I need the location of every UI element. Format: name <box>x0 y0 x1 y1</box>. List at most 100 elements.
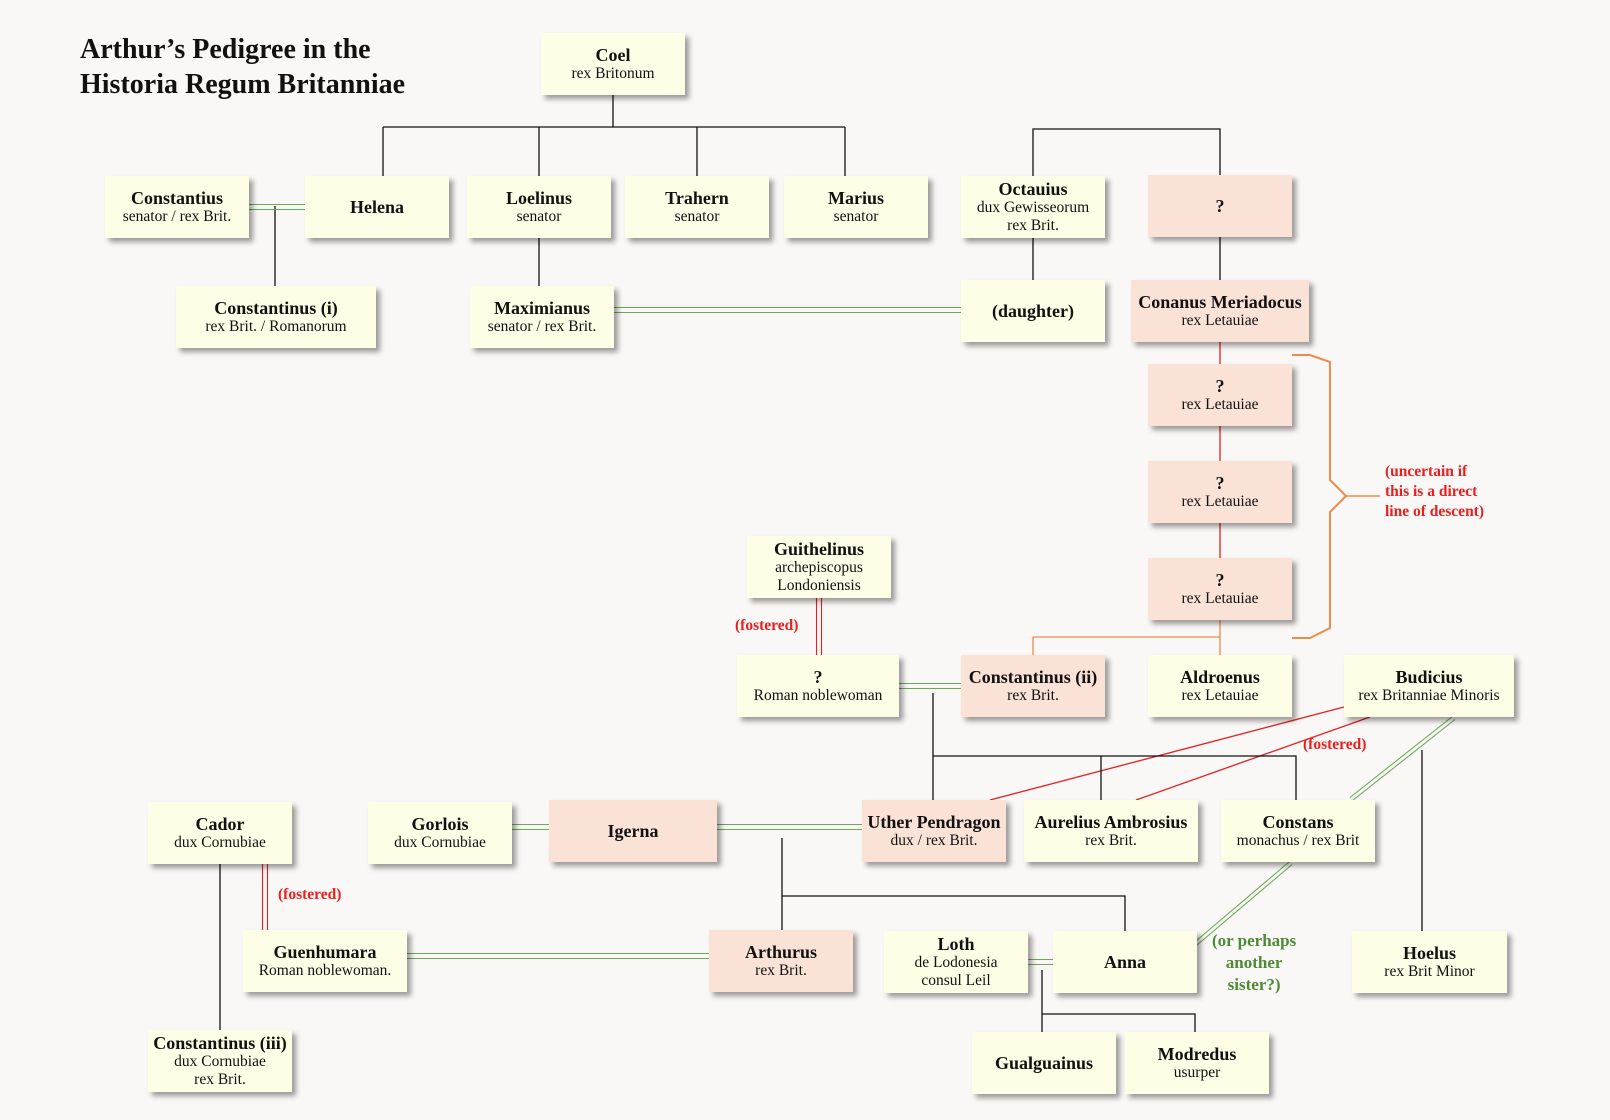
annotation-line: another <box>1225 953 1283 972</box>
person-name: ? <box>1215 569 1225 590</box>
person-constantinus-i: Constantinus (i)rex Brit. / Romanorum <box>176 286 376 348</box>
annotation-line: line of descent) <box>1385 503 1485 520</box>
person-title: rex Brit. <box>194 1070 246 1088</box>
person-title: senator <box>833 207 879 225</box>
person-title: rex Letauiae <box>1181 589 1259 607</box>
descent-line <box>933 755 1297 800</box>
person-title: dux Cornubiae <box>394 833 486 851</box>
person-name: Loth <box>937 933 975 954</box>
person-name: Octauius <box>998 178 1068 199</box>
person-title: rex Brit. / Romanorum <box>205 317 347 335</box>
fostering-line <box>989 706 1345 801</box>
person-anna: Anna <box>1053 931 1197 993</box>
person-title: senator <box>516 207 562 225</box>
person-name: Constantinus (iii) <box>153 1032 287 1053</box>
person-name: Guithelinus <box>773 538 865 559</box>
person-helena: Helena <box>305 176 449 238</box>
person-letauia-3: ?rex Letauiae <box>1148 558 1292 620</box>
annotation-line: (or perhaps <box>1212 931 1297 950</box>
person-name: Constans <box>1262 811 1334 832</box>
person-name: Budicius <box>1395 666 1463 687</box>
person-name: Uther Pendragon <box>867 811 1001 832</box>
person-name: (daughter) <box>992 300 1074 321</box>
person-name: Helena <box>350 196 404 217</box>
person-title: rex Brit. <box>1085 831 1137 849</box>
person-title: rex Letauiae <box>1181 395 1259 413</box>
person-name: Guenhumara <box>273 941 377 962</box>
person-title: rex Brit. <box>755 961 807 979</box>
annotation-fostered-budicius: (fostered) <box>1303 735 1366 755</box>
person-name: Marius <box>828 187 884 208</box>
person-title: de Lodonesia <box>914 953 998 971</box>
person-name: Anna <box>1103 951 1147 972</box>
person-title: senator / rex Brit. <box>122 207 232 225</box>
person-title: senator / rex Brit. <box>487 317 597 335</box>
person-title: dux Cornubiae <box>174 833 266 851</box>
person-name: Loelinus <box>505 187 573 208</box>
person-title: rex Letauiae <box>1181 686 1259 704</box>
person-title: rex Britanniae Minoris <box>1358 686 1500 704</box>
person-title: consul Leil <box>921 971 991 989</box>
person-name: ? <box>1215 472 1225 493</box>
person-name: Gorlois <box>411 813 469 834</box>
diagram-title: Arthur’s Pedigree in the Historia Regum … <box>80 32 405 102</box>
person-title: rex Brit Minor <box>1384 962 1475 980</box>
person-name: Maximianus <box>493 297 590 318</box>
relation-line <box>1192 859 1293 944</box>
annotation-line: (fostered) <box>1303 736 1367 753</box>
person-title: Roman noblewoman. <box>258 961 392 979</box>
person-name: Aurelius Ambrosius <box>1034 811 1188 832</box>
person-daughter: (daughter) <box>961 280 1105 342</box>
person-letauia-2: ?rex Letauiae <box>1148 461 1292 523</box>
person-name: Gualguainus <box>994 1052 1094 1073</box>
person-title: rex Letauiae <box>1181 311 1259 329</box>
person-name: Constantinus (ii) <box>968 666 1098 687</box>
descent-line <box>1032 128 1221 176</box>
descent-line <box>1042 1013 1196 1032</box>
person-title: rex Letauiae <box>1181 492 1259 510</box>
person-title: monachus / rex Brit <box>1236 831 1360 849</box>
person-title: Londoniensis <box>777 576 861 594</box>
person-roman-noblewoman: ?Roman noblewoman <box>737 655 899 717</box>
person-name: Arthurus <box>744 941 817 962</box>
person-title: Roman noblewoman <box>753 686 883 704</box>
person-title: rex Brit. <box>1007 686 1059 704</box>
person-title: rex Brit. <box>1007 216 1059 234</box>
person-name: Coel <box>595 44 631 65</box>
relation-line <box>1349 714 1456 798</box>
person-name: Constantinus (i) <box>214 297 338 318</box>
person-title: usurper <box>1173 1063 1221 1081</box>
title-line-1: Arthur’s Pedigree in the <box>80 34 371 65</box>
person-name: Modredus <box>1157 1043 1237 1064</box>
descent-line <box>781 838 1126 931</box>
person-igerna: Igerna <box>549 800 717 862</box>
descent-line <box>1032 636 1220 655</box>
person-title: senator <box>674 207 720 225</box>
person-name: Aldroenus <box>1180 666 1260 687</box>
fostering-line <box>1135 716 1371 801</box>
uncertain-brace <box>1292 354 1348 639</box>
annotation-line: sister?) <box>1227 975 1281 994</box>
person-name: Constantius <box>130 187 224 208</box>
annotation-line: (fostered) <box>735 617 799 634</box>
person-name: ? <box>1215 195 1225 216</box>
